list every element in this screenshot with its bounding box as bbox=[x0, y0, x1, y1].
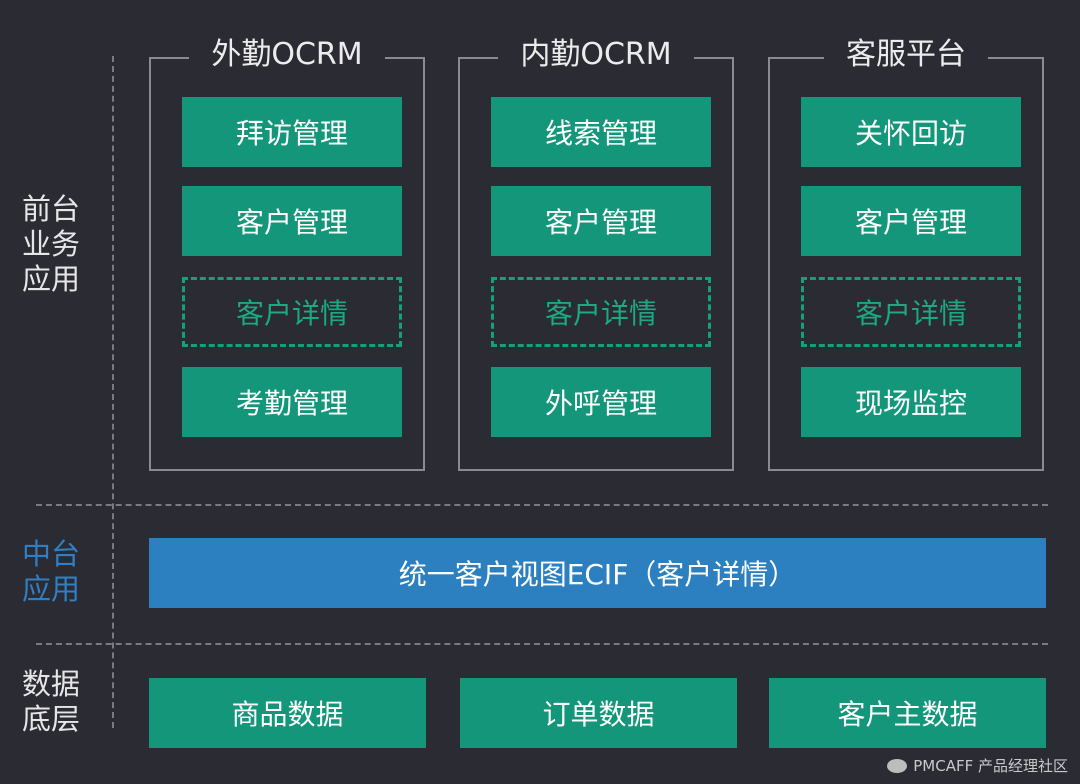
module-box[interactable]: 考勤管理 bbox=[182, 367, 402, 437]
group-inside-ocrm: 内勤OCRM 线索管理 客户管理 客户详情 外呼管理 bbox=[458, 37, 734, 471]
ecif-bar[interactable]: 统一客户视图ECIF（客户详情） bbox=[149, 538, 1046, 608]
divider-front-middle bbox=[36, 504, 1048, 506]
module-box[interactable]: 客户管理 bbox=[491, 186, 711, 256]
divider-middle-data bbox=[36, 643, 1048, 645]
data-box-orders[interactable]: 订单数据 bbox=[460, 678, 737, 748]
group-customer-service: 客服平台 关怀回访 客户管理 客户详情 现场监控 bbox=[768, 37, 1044, 471]
data-box-customer-master[interactable]: 客户主数据 bbox=[769, 678, 1046, 748]
group-title: 内勤OCRM bbox=[498, 37, 694, 72]
chat-bubble-icon bbox=[887, 758, 908, 773]
group-title: 外勤OCRM bbox=[189, 37, 385, 72]
layer-label-data: 数据 底层 bbox=[22, 667, 81, 736]
module-box[interactable]: 关怀回访 bbox=[801, 97, 1021, 167]
module-box[interactable]: 线索管理 bbox=[491, 97, 711, 167]
vertical-divider bbox=[112, 56, 114, 728]
module-box-dashed[interactable]: 客户详情 bbox=[491, 277, 711, 347]
module-box[interactable]: 外呼管理 bbox=[491, 367, 711, 437]
watermark: PMCAFF 产品经理社区 bbox=[887, 755, 1068, 776]
module-box[interactable]: 客户管理 bbox=[182, 186, 402, 256]
group-outside-ocrm: 外勤OCRM 拜访管理 客户管理 客户详情 考勤管理 bbox=[149, 37, 425, 471]
module-box-dashed[interactable]: 客户详情 bbox=[801, 277, 1021, 347]
layer-label-middle: 中台 应用 bbox=[22, 537, 81, 606]
data-box-goods[interactable]: 商品数据 bbox=[149, 678, 426, 748]
watermark-text: PMCAFF 产品经理社区 bbox=[913, 757, 1068, 775]
module-box-dashed[interactable]: 客户详情 bbox=[182, 277, 402, 347]
group-title: 客服平台 bbox=[824, 37, 988, 72]
module-box[interactable]: 拜访管理 bbox=[182, 97, 402, 167]
module-box[interactable]: 客户管理 bbox=[801, 186, 1021, 256]
layer-label-front: 前台 业务 应用 bbox=[22, 192, 81, 296]
module-box[interactable]: 现场监控 bbox=[801, 367, 1021, 437]
